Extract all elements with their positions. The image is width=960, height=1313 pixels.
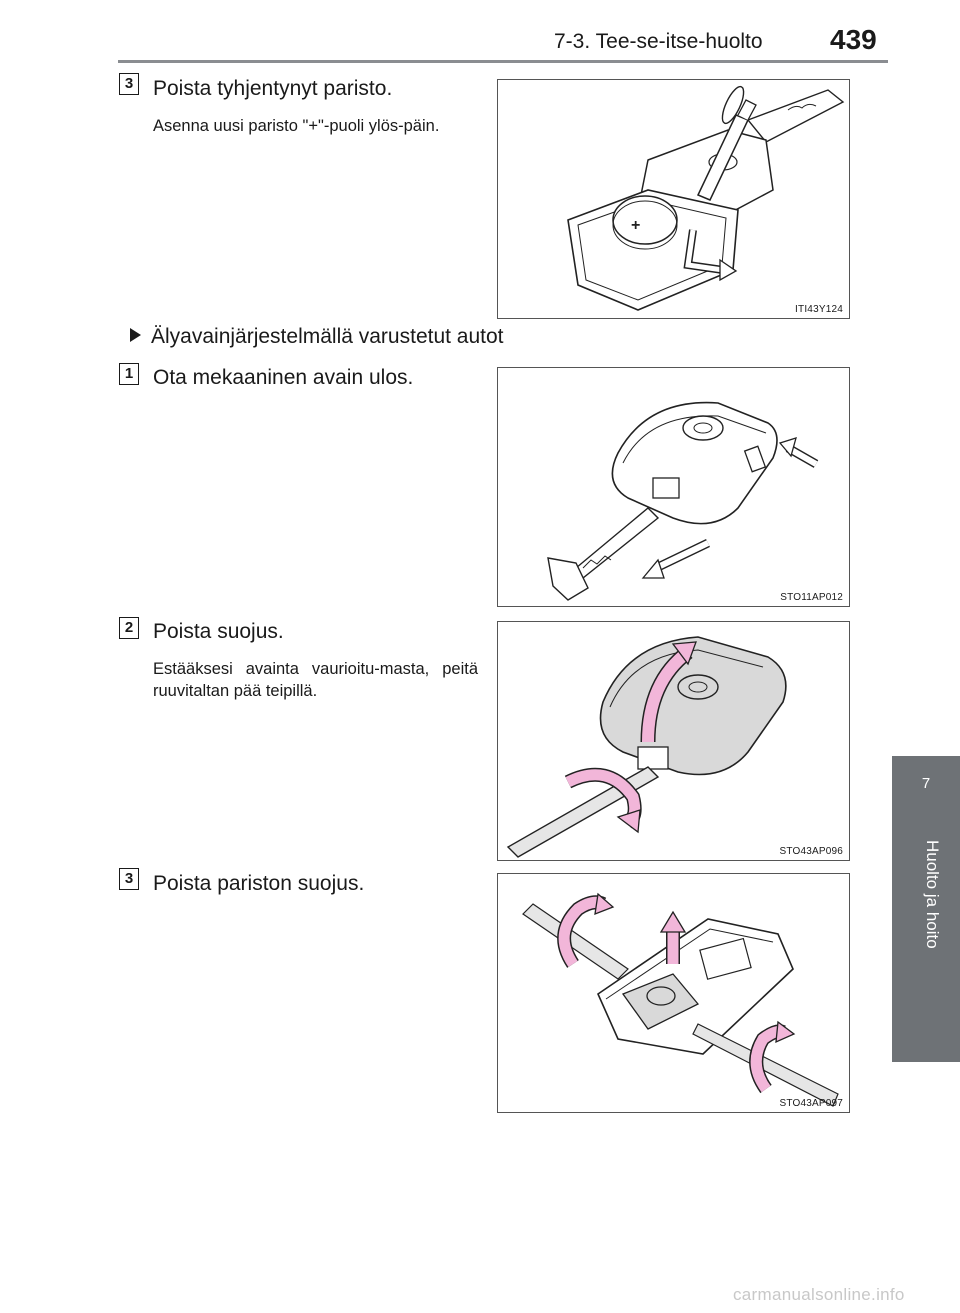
step-number-box: 2 bbox=[119, 617, 139, 639]
cover-removal-illustration bbox=[506, 636, 787, 858]
header-rule bbox=[118, 60, 888, 63]
figure-remove-cover: STO43AP096 bbox=[497, 621, 850, 861]
chapter-number: 7 bbox=[921, 775, 931, 792]
figure-code: STO11AP012 bbox=[780, 592, 843, 603]
subsection-title-text: Älyavainjärjestelmällä varustetut autot bbox=[151, 325, 504, 348]
step-number-box: 3 bbox=[119, 868, 139, 890]
subsection-title: Älyavainjärjestelmällä varustetut autot bbox=[130, 325, 504, 349]
figure-remove-battery-cover: STO43AP097 bbox=[497, 873, 850, 1113]
figure-code: STO43AP097 bbox=[779, 1098, 843, 1109]
page-number: 439 bbox=[830, 24, 877, 55]
watermark: carmanualsonline.info bbox=[733, 1285, 905, 1304]
step-note: Estääksesi avainta vaurioitu-masta, peit… bbox=[153, 660, 478, 700]
step-heading: Poista suojus. bbox=[153, 620, 284, 643]
step-heading: Ota mekaaninen avain ulos. bbox=[153, 366, 414, 389]
step-number-box: 1 bbox=[119, 363, 139, 385]
battery-cover-illustration bbox=[522, 892, 839, 1107]
figure-remove-mechanical-key: STO11AP012 bbox=[497, 367, 850, 607]
figure-remove-battery: + ITI43Y124 bbox=[497, 79, 850, 319]
figure-code: STO43AP096 bbox=[779, 846, 843, 857]
smart-key-illustration bbox=[547, 401, 819, 601]
key-battery-illustration: + bbox=[567, 85, 845, 311]
step-heading: Poista pariston suojus. bbox=[153, 872, 365, 895]
triangle-bullet-icon bbox=[130, 328, 141, 343]
figure-code: ITI43Y124 bbox=[795, 304, 843, 315]
battery-plus-label: + bbox=[631, 217, 640, 234]
section-title: 7-3. Tee-se-itse-huolto bbox=[554, 30, 763, 53]
step-note: Asenna uusi paristo "+"-puoli ylös-päin. bbox=[153, 117, 440, 135]
step-heading: Poista tyhjentynyt paristo. bbox=[153, 77, 393, 100]
chapter-title: Huolto ja hoito bbox=[923, 840, 942, 949]
chapter-side-tab bbox=[892, 756, 960, 1062]
step-number-box: 3 bbox=[119, 73, 139, 95]
